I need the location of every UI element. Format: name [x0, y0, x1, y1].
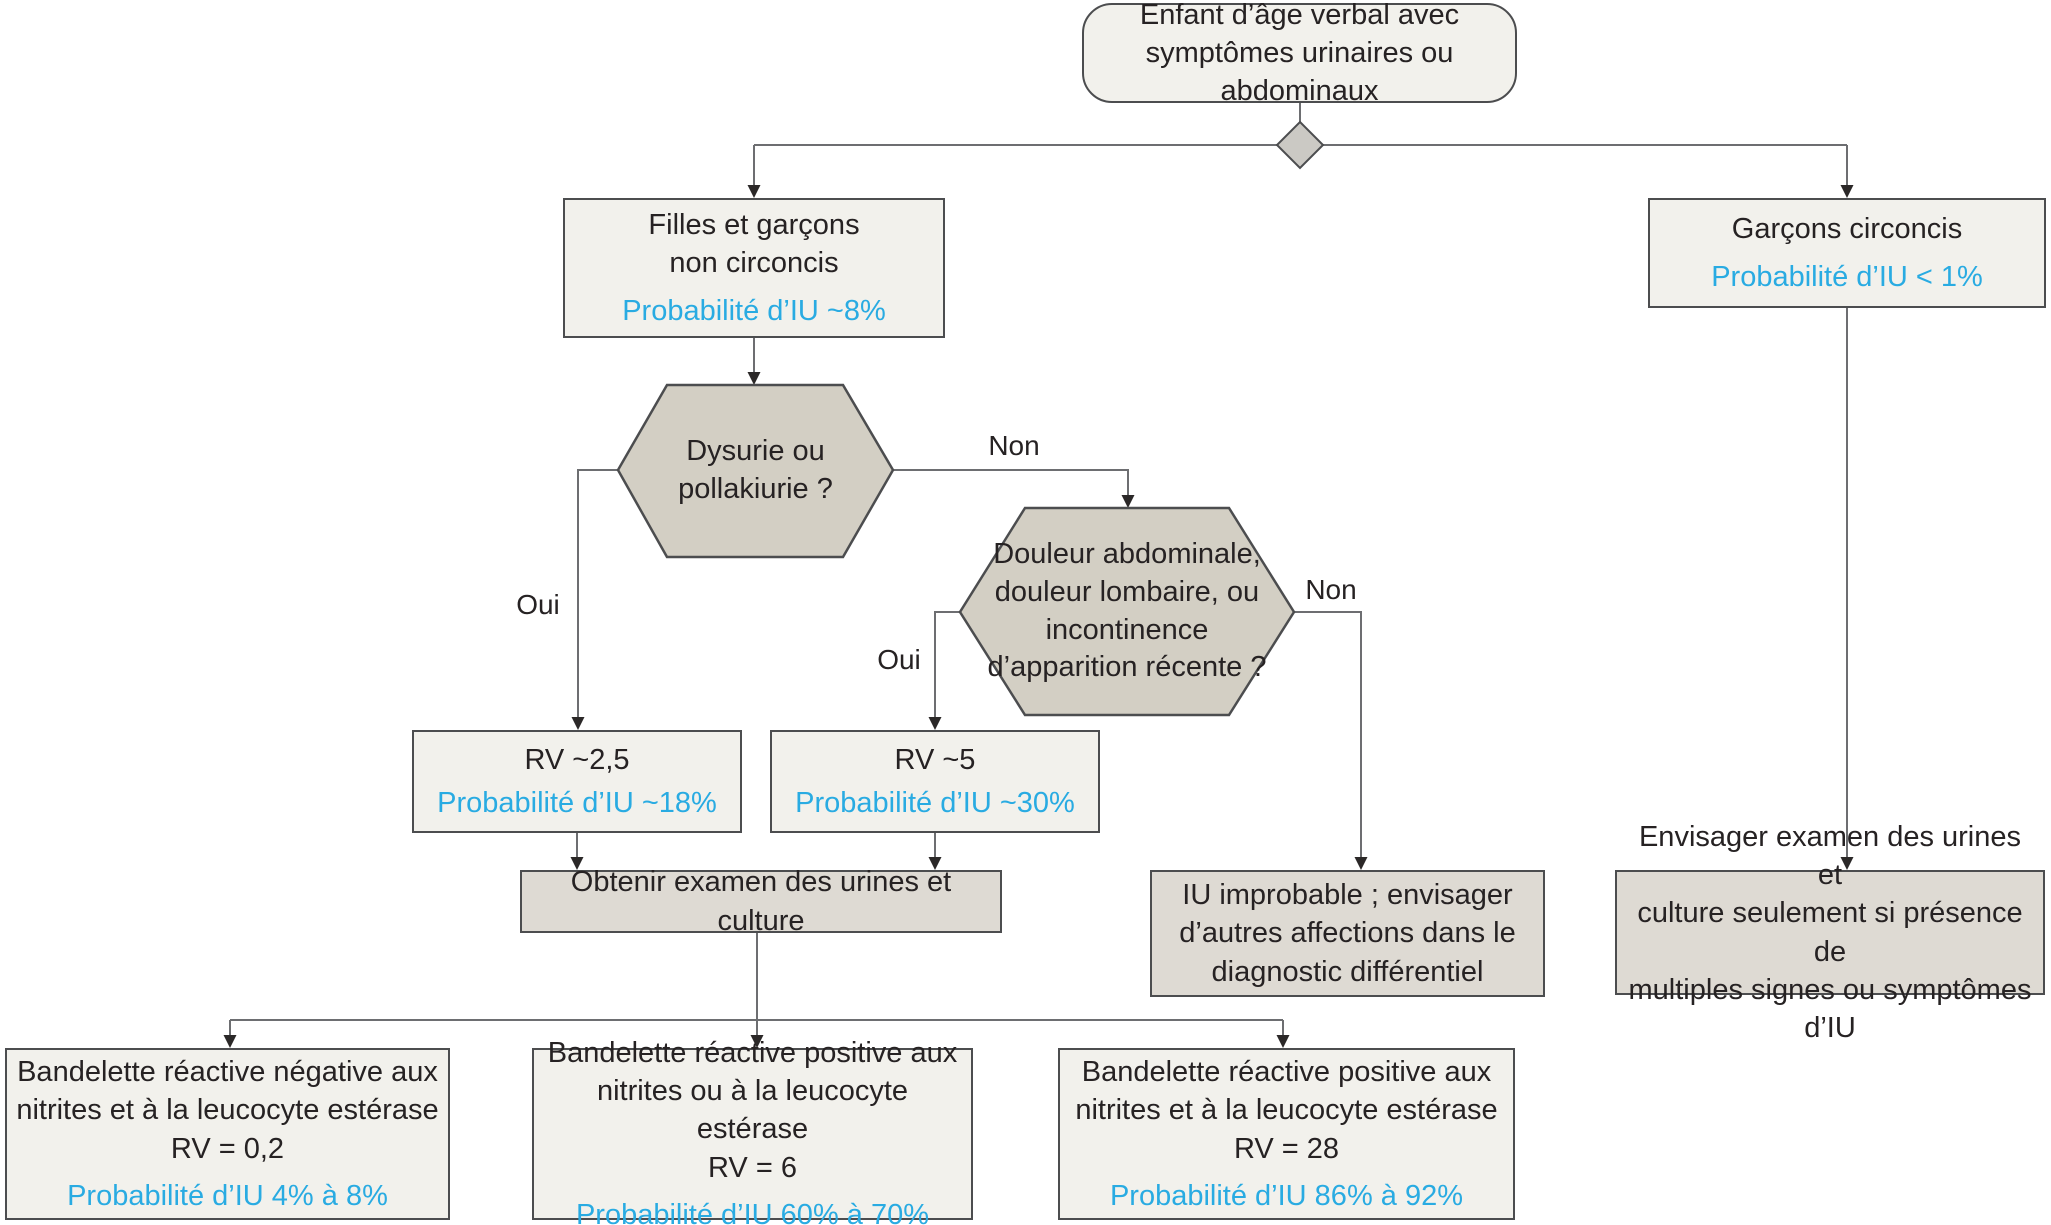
node-dipstick-positive-or-line2: nitrites ou à la leucocyte estérase — [596, 1075, 909, 1146]
arrowhead — [223, 1035, 237, 1048]
node-consider-urinalysis-line3: multiples signes ou symptômes d’IU — [1628, 973, 2032, 1045]
node-obtain-urinalysis-text: Obtenir examen des urines et culture — [570, 866, 952, 937]
node-boys-circumcised: Garçons circoncis Probabilité d’IU < 1% — [1648, 198, 2046, 308]
hexagon-dysuria-label: Dysurie ou pollakiurie ? — [618, 385, 893, 557]
node-dipstick-positive-and-probability: Probabilité d’IU 86% à 92% — [1109, 1179, 1464, 1212]
node-dipstick-positive-and: Bandelette réactive positive aux nitrite… — [1058, 1048, 1515, 1220]
node-uti-unlikely-line1: IU improbable ; envisager — [1182, 879, 1513, 912]
arrowhead — [750, 1035, 764, 1048]
edge-pain-oui — [934, 611, 960, 724]
arrowhead — [1354, 857, 1368, 870]
arrowhead — [928, 717, 942, 730]
node-consider-urinalysis: Envisager examen des urines et culture s… — [1615, 821, 2045, 1044]
node-rv-5-probability: Probabilité d’IU ~30% — [795, 787, 1075, 819]
arrowhead — [1276, 1035, 1290, 1048]
node-dipstick-positive-or: Bandelette réactive positive aux nitrite… — [532, 1037, 973, 1225]
node-consider-urinalysis-line1: Envisager examen des urines et — [1638, 820, 2022, 891]
node-uti-unlikely-line2: d’autres affections dans le — [1179, 917, 1516, 950]
arrowhead — [1840, 185, 1854, 198]
edge-dysuria-non — [893, 469, 1129, 502]
edge-label-pain-oui: Oui — [877, 644, 921, 675]
node-girls-boys-line1: Filles et garçons — [648, 209, 860, 242]
edge-dysuria-oui — [577, 469, 618, 724]
arrowhead — [747, 372, 761, 385]
node-start-line1: Enfant d’âge verbal avec — [1139, 0, 1460, 31]
node-dipstick-negative-line2: nitrites et à la leucocyte estérase — [16, 1094, 439, 1127]
edge-pain-non — [1294, 611, 1362, 864]
hexagon-pain-line1: Douleur abdominale, — [993, 538, 1261, 571]
arrowhead — [928, 857, 942, 870]
node-start: Enfant d’âge verbal avec symptômes urina… — [1082, 0, 1517, 107]
node-rv-2-5-value: RV ~2,5 — [524, 743, 630, 776]
hexagon-pain-line4: d’apparition récente ? — [987, 651, 1267, 684]
node-rv-2-5: RV ~2,5 Probabilité d’IU ~18% — [412, 730, 742, 833]
node-consider-urinalysis-line2: culture seulement si présence de — [1637, 897, 2023, 968]
node-rv-5: RV ~5 Probabilité d’IU ~30% — [770, 730, 1100, 833]
node-dipstick-positive-or-probability: Probabilité d’IU 60% à 70% — [575, 1198, 930, 1225]
node-girls-boys-uncircumcised: Filles et garçons non circoncis Probabil… — [563, 198, 945, 338]
node-dipstick-negative-line1: Bandelette réactive négative aux — [17, 1055, 438, 1088]
node-boys-circumcised-probability: Probabilité d’IU < 1% — [1711, 260, 1983, 293]
edge-label-pain-non: Non — [1305, 574, 1357, 605]
node-uti-unlikely-line3: diagnostic différentiel — [1211, 955, 1484, 988]
node-dipstick-negative-rv: RV = 0,2 — [170, 1132, 285, 1165]
node-dipstick-positive-and-rv: RV = 28 — [1233, 1132, 1340, 1165]
hexagon-pain-line2: douleur lombaire, ou — [994, 575, 1260, 608]
arrowhead — [571, 717, 585, 730]
edge-label-dysuria-non: Non — [988, 430, 1040, 461]
hexagon-pain-shape — [958, 506, 1296, 717]
hexagon-dysuria-line1: Dysurie ou — [686, 435, 825, 468]
arrowhead — [1840, 857, 1854, 870]
edge-label-dysuria-oui: Oui — [516, 589, 560, 620]
node-obtain-urinalysis: Obtenir examen des urines et culture — [520, 866, 1002, 937]
node-dipstick-negative-probability: Probabilité d’IU 4% à 8% — [67, 1179, 388, 1212]
node-rv-2-5-probability: Probabilité d’IU ~18% — [437, 787, 717, 819]
arrowhead — [570, 857, 584, 870]
hexagon-pain-line3: incontinence — [1045, 613, 1209, 646]
node-girls-boys-line2: non circoncis — [669, 247, 839, 280]
arrowheads — [223, 185, 1854, 1048]
arrowhead — [747, 185, 761, 198]
node-dipstick-positive-and-line2: nitrites et à la leucocyte estérase — [1075, 1094, 1498, 1127]
node-dipstick-positive-and-line1: Bandelette réactive positive aux — [1081, 1055, 1492, 1088]
node-girls-boys-probability: Probabilité d’IU ~8% — [622, 294, 886, 327]
decision-diamond — [1275, 120, 1325, 170]
arrowhead — [1121, 495, 1135, 508]
node-start-line2: symptômes urinaires ou abdominaux — [1145, 36, 1454, 108]
hexagon-pain-label: Douleur abdominale, douleur lombaire, ou… — [960, 508, 1294, 715]
node-rv-5-value: RV ~5 — [894, 743, 976, 776]
hexagon-dysuria-line2: pollakiurie ? — [678, 473, 833, 505]
node-uti-unlikely: IU improbable ; envisager d’autres affec… — [1150, 870, 1545, 997]
node-dipstick-positive-or-rv: RV = 6 — [708, 1151, 797, 1184]
node-dipstick-negative: Bandelette réactive négative aux nitrite… — [5, 1048, 450, 1220]
node-dipstick-positive-or-line1: Bandelette réactive positive aux — [547, 1036, 958, 1069]
hexagon-dysuria-shape — [616, 383, 895, 559]
node-boys-circumcised-line1: Garçons circoncis — [1731, 213, 1963, 246]
